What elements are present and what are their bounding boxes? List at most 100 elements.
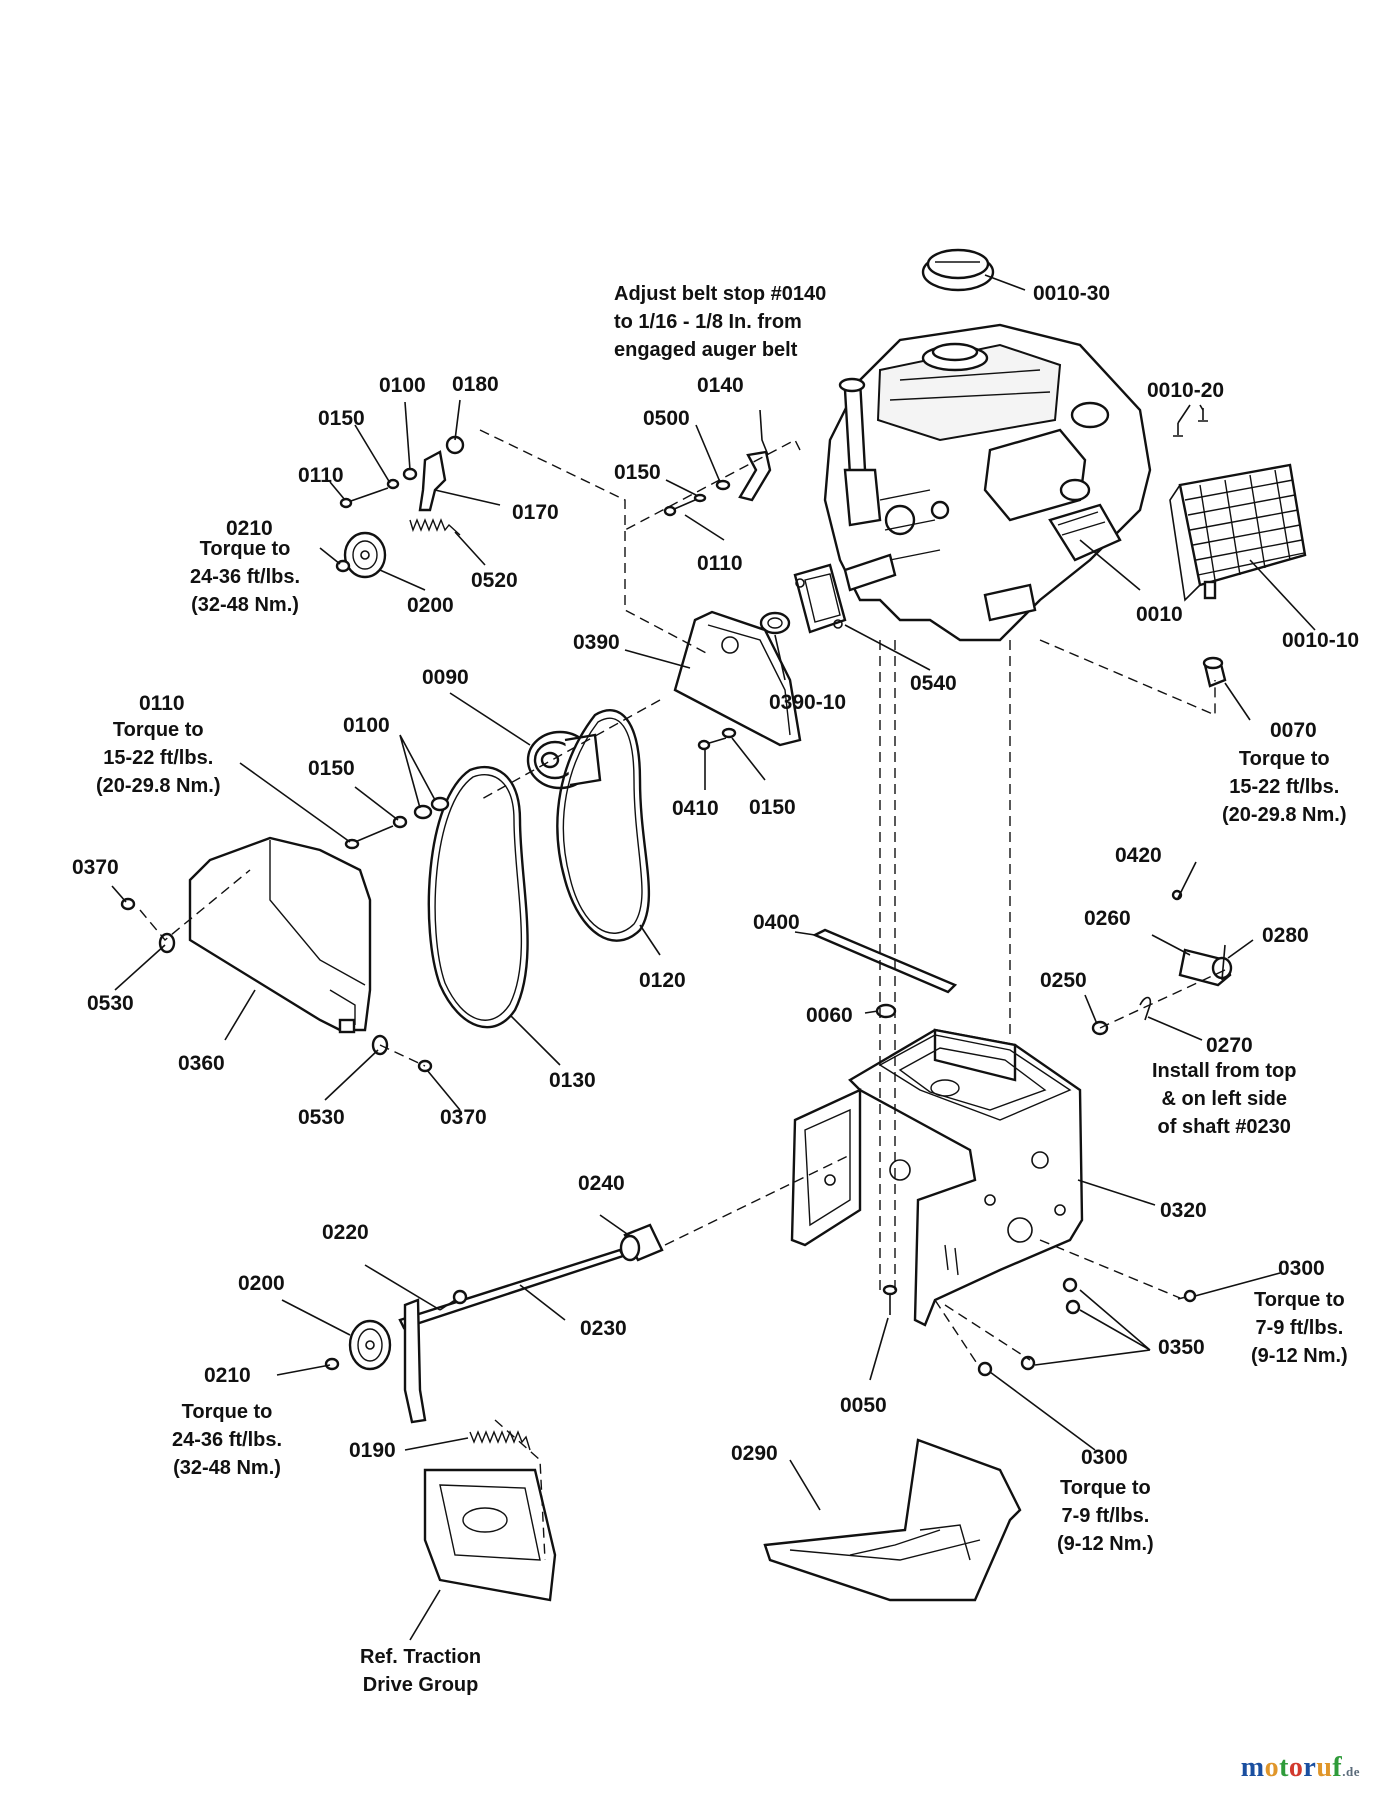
note-line: to 1/16 - 1/8 In. from [614,311,802,333]
label-0520: 0520 [471,569,518,592]
label-0410: 0410 [672,797,719,820]
label-0420: 0420 [1115,844,1162,867]
label-0290: 0290 [731,1442,778,1465]
label-0530-b: 0530 [298,1106,345,1129]
label-0110-a: 0110 [697,552,743,575]
note-line: Torque to [181,1401,273,1423]
note-line: Torque to [1059,1477,1151,1499]
label-0270: 0270 [1206,1034,1253,1057]
label-0050: 0050 [840,1394,887,1417]
note-line: Install from top [1152,1060,1297,1082]
note-line: Drive Group [362,1674,479,1696]
note-line: 24-36 ft/lbs. [172,1429,283,1451]
label-0200-a: 0200 [407,594,454,617]
watermark-letter: f [1332,1752,1343,1783]
note-install-0270: Install from top & on left side of shaft… [1152,1057,1296,1141]
watermark-suffix: .de [1342,1764,1360,1779]
traction-drive-plate [423,1468,557,1602]
label-0350: 0350 [1158,1336,1205,1359]
label-0400: 0400 [753,911,800,934]
fuel-cap [921,248,995,292]
engine [823,323,1152,642]
label-0210-a: 0210 [226,517,273,540]
label-0110-c: 0110 [139,692,185,715]
label-0370-a: 0370 [72,856,119,879]
note-torque-0210-bottom: Torque to 24-36 ft/lbs. (32-48 Nm.) [172,1398,282,1482]
note-line: (9-12 Nm.) [1251,1345,1348,1367]
watermark-letter: r [1303,1752,1317,1783]
label-0300-a: 0300 [1278,1257,1325,1280]
label-0140: 0140 [697,374,744,397]
watermark-letter: m [1240,1752,1265,1783]
label-0230: 0230 [580,1317,627,1340]
label-0150-a: 0150 [614,461,661,484]
note-torque-0070: Torque to 15-22 ft/lbs. (20-29.8 Nm.) [1222,745,1347,829]
nut-0070 [1202,656,1227,688]
note-line: (20-29.8 Nm.) [96,775,221,797]
label-0200-b: 0200 [238,1272,285,1295]
note-line: of shaft #0230 [1157,1116,1291,1138]
note-line: (32-48 Nm.) [191,594,299,616]
label-0210-b: 0210 [204,1364,251,1387]
note-torque-0300-bottom: Torque to 7-9 ft/lbs. (9-12 Nm.) [1057,1474,1154,1558]
label-0170: 0170 [512,501,559,524]
label-0360: 0360 [178,1052,225,1075]
label-0090: 0090 [422,666,469,689]
bottom-plate-0290 [763,1438,1022,1602]
label-0010: 0010 [1136,603,1183,626]
motoruf-watermark: motoruf.de [1241,1752,1360,1784]
alignment-lines [139,429,1226,1561]
screw-0010-20 [1173,408,1208,437]
label-0150-d: 0150 [308,757,355,780]
label-0240: 0240 [578,1172,625,1195]
note-line: 7-9 ft/lbs. [1061,1505,1150,1527]
belt-guard-0390 [673,610,802,747]
label-0250: 0250 [1040,969,1087,992]
shaft-0230 [398,1248,625,1330]
note-line: 15-22 ft/lbs. [103,747,214,769]
label-0390: 0390 [573,631,620,654]
belt-cover-0360 [188,836,372,1034]
label-0100-a: 0100 [379,374,426,397]
note-line: Ref. Traction [360,1646,482,1668]
label-0010-20: 0010-20 [1147,379,1225,402]
idler-bracket-0170 [339,435,465,512]
label-0010-30: 0010-30 [1033,282,1111,305]
label-0180: 0180 [452,373,499,396]
watermark-letter: t [1279,1752,1289,1783]
label-0010-10: 0010-10 [1282,629,1360,652]
note-line: Adjust belt stop #0140 [614,283,827,305]
note-line: Torque to [112,719,204,741]
watermark-letter: o [1288,1752,1304,1783]
spring-0520 [409,518,461,536]
idler-pulley-0200-top [343,531,387,579]
label-0070: 0070 [1270,719,1317,742]
label-0500: 0500 [643,407,690,430]
note-line: engaged auger belt [614,339,798,361]
label-0120: 0120 [639,969,686,992]
label-0190: 0190 [349,1439,396,1462]
spring-0190 [469,1430,531,1451]
label-0300-b: 0300 [1081,1446,1128,1469]
belt-stop-0140 [738,450,772,502]
bar-0400 [812,928,958,994]
label-0320: 0320 [1160,1199,1207,1222]
label-0280: 0280 [1262,924,1309,947]
note-belt-stop: Adjust belt stop #0140 to 1/16 - 1/8 In.… [614,280,826,364]
plate-0540 [793,563,847,634]
label-0530-a: 0530 [87,992,134,1015]
watermark-letter: o [1264,1752,1280,1783]
label-0150-b: 0150 [749,796,796,819]
note-line: (32-48 Nm.) [173,1457,281,1479]
muffler-guard [1169,463,1307,602]
note-line: Torque to [199,538,291,560]
note-line: (20-29.8 Nm.) [1222,804,1347,826]
note-line: Torque to [1253,1289,1345,1311]
idler-pulley-0200-bottom [348,1298,427,1424]
note-line: 24-36 ft/lbs. [190,566,301,588]
watermark-letters: motoruf [1241,1752,1343,1783]
note-torque-0300-right: Torque to 7-9 ft/lbs. (9-12 Nm.) [1251,1286,1348,1370]
note-torque-0110: Torque to 15-22 ft/lbs. (20-29.8 Nm.) [96,716,221,800]
label-0110-b: 0110 [298,464,344,487]
frame-0320 [790,1028,1084,1327]
